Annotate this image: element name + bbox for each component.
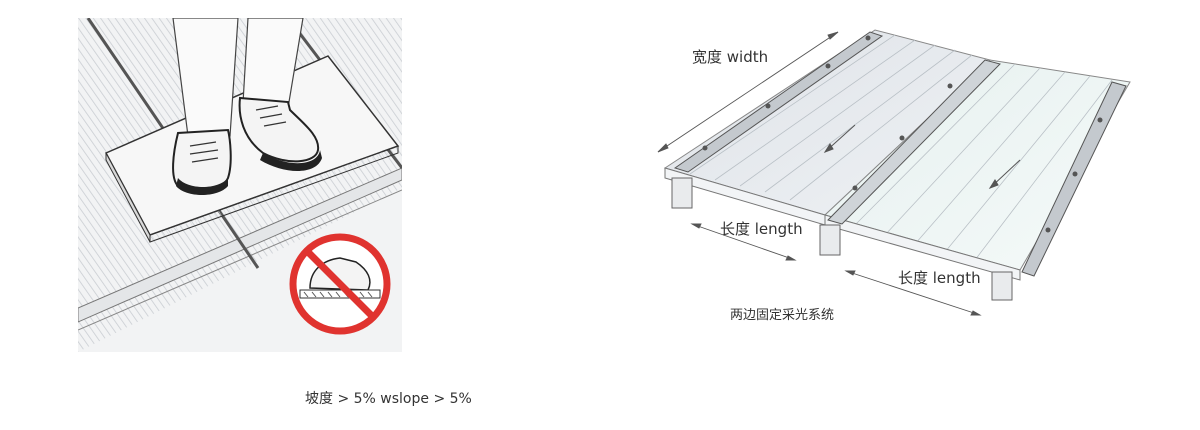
length-dimension-2	[844, 270, 982, 316]
board-walking-svg	[77, 17, 404, 352]
system-diagram-svg: 宽度 width 长度 length 长度 length 两边固定采光系统	[657, 29, 1131, 323]
length-label-2: 长度 length	[898, 269, 981, 287]
slope-caption: 坡度 > 5% wslope > 5%	[305, 391, 472, 407]
profile-middle	[827, 59, 1001, 225]
water-flow-arrows	[823, 124, 1021, 189]
board-walking-illustration	[77, 17, 404, 352]
sheet-ribs	[689, 34, 1113, 261]
daylighting-system-diagram: 宽度 width 长度 length 长度 length 两边固定采光系统	[650, 20, 1170, 340]
support-posts	[671, 177, 1013, 301]
length-label-1: 长度 length	[720, 220, 803, 238]
width-dimension	[657, 31, 839, 153]
length-dimension-1	[690, 223, 797, 261]
right-shoe	[238, 96, 320, 163]
fixing-bolts	[702, 35, 1103, 233]
width-label: 宽度 width	[692, 48, 768, 66]
no-direct-step-icon	[289, 233, 391, 335]
system-caption: 两边固定采光系统	[730, 308, 834, 323]
